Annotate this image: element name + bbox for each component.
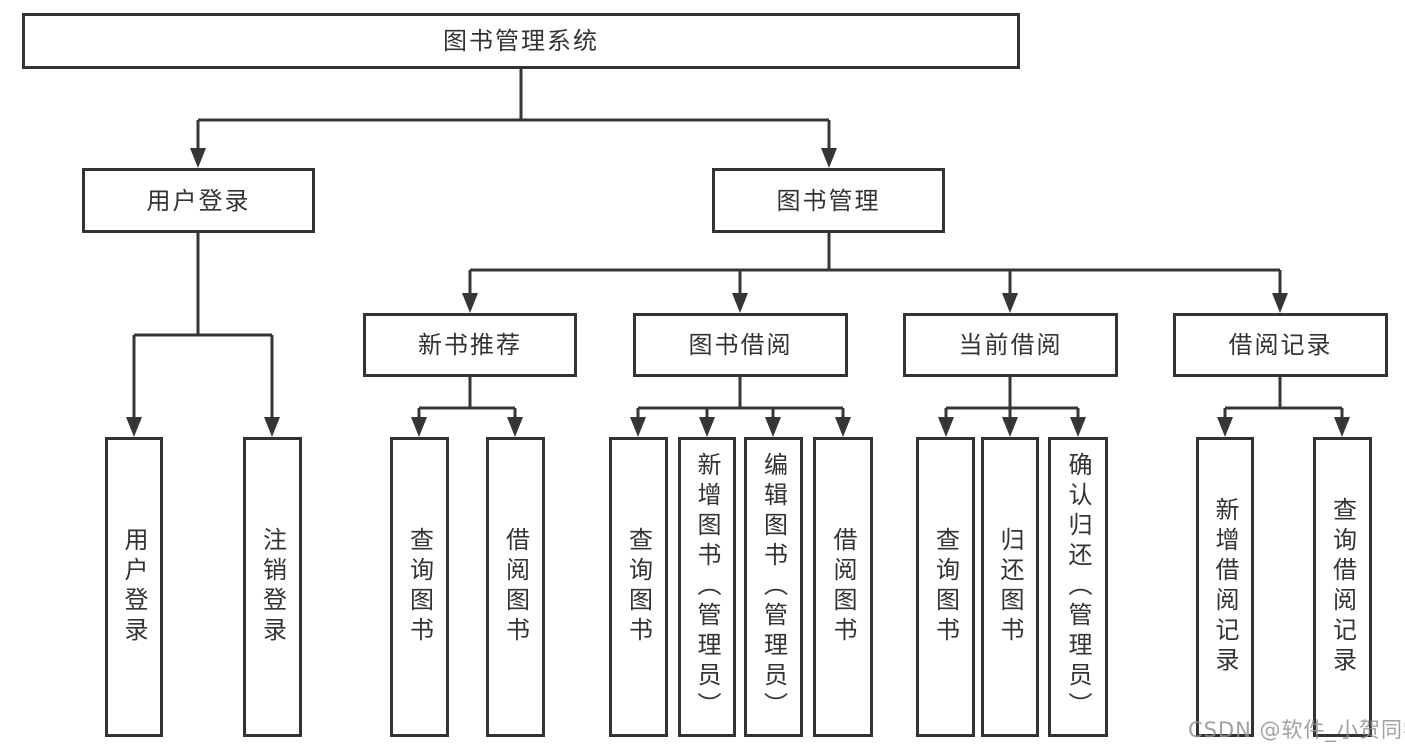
node-book-borrow-label: 图书借阅 [688, 331, 793, 359]
leaf-records-add-borrow-record: 新增借阅记录 [1196, 437, 1254, 737]
arrowhead [126, 417, 142, 437]
arrowhead [1334, 417, 1350, 437]
leaf-current-confirm-return-admin-label: 确认归还（管理员） [1064, 452, 1092, 722]
arrowhead [1272, 293, 1288, 313]
arrowhead [765, 417, 781, 437]
node-book-management: 图书管理 [712, 168, 945, 233]
leaf-borrow-borrow-books-label: 借阅图书 [829, 527, 857, 647]
arrowhead [821, 148, 837, 168]
arrowhead [835, 417, 851, 437]
connector-book-borrow-to-leaves [630, 377, 851, 437]
leaf-borrow-add-books-admin-label: 新增图书（管理员） [693, 452, 721, 722]
leaf-borrow-add-books-admin: 新增图书（管理员） [678, 437, 736, 737]
leaf-current-confirm-return-admin: 确认归还（管理员） [1048, 437, 1108, 737]
node-borrow-records-label: 借阅记录 [1228, 331, 1333, 359]
node-book-management-label: 图书管理 [776, 186, 881, 215]
connector-new-book-to-leaves [411, 377, 523, 437]
arrowhead [1002, 293, 1018, 313]
node-current-borrow: 当前借阅 [903, 313, 1118, 377]
node-user-login-label: 用户登录 [146, 186, 251, 215]
connector-borrow-records-to-leaves [1217, 377, 1350, 437]
leaf-current-return-books-label: 归还图书 [996, 527, 1024, 647]
arrowhead [1217, 417, 1233, 437]
leaf-current-query-books-label: 查询图书 [931, 527, 960, 647]
leaf-user-login-label: 用户登录 [120, 527, 148, 647]
arrowhead [699, 417, 715, 437]
leaf-recommend-query-books-label: 查询图书 [405, 527, 434, 647]
arrowhead [938, 417, 954, 437]
leaf-records-query-borrow-record: 查询借阅记录 [1313, 437, 1372, 737]
connector-user-login-to-leaves [126, 233, 280, 437]
connector-root-to-level2 [190, 69, 837, 168]
arrowhead [1002, 417, 1018, 437]
node-current-borrow-label: 当前借阅 [958, 331, 1063, 359]
csdn-watermark: CSDN @软件_小贺同学 [1188, 718, 1405, 742]
node-library-management-system: 图书管理系统 [22, 13, 1020, 69]
arrowhead [462, 293, 478, 313]
arrowhead [507, 417, 523, 437]
node-borrow-records: 借阅记录 [1173, 313, 1388, 377]
arrowhead [264, 417, 280, 437]
node-book-borrow: 图书借阅 [633, 313, 848, 377]
leaf-current-return-books: 归还图书 [981, 437, 1039, 737]
leaf-user-login: 用户登录 [105, 437, 163, 737]
leaf-recommend-borrow-books: 借阅图书 [486, 437, 545, 737]
leaf-records-query-borrow-record-label: 查询借阅记录 [1328, 497, 1357, 677]
arrowhead [630, 417, 646, 437]
leaf-current-query-books: 查询图书 [916, 437, 975, 737]
arrowhead [190, 148, 206, 168]
arrowhead [732, 293, 748, 313]
leaf-recommend-query-books: 查询图书 [390, 437, 449, 737]
leaf-borrow-borrow-books: 借阅图书 [813, 437, 873, 737]
leaf-borrow-query-books-label: 查询图书 [624, 527, 653, 647]
node-new-book-recommend: 新书推荐 [363, 313, 577, 377]
arrowhead [411, 417, 427, 437]
arrowhead [1070, 417, 1086, 437]
leaf-borrow-query-books: 查询图书 [609, 437, 668, 737]
leaf-logout-login: 注销登录 [243, 437, 302, 737]
leaf-records-add-borrow-record-label: 新增借阅记录 [1211, 497, 1239, 677]
leaf-borrow-edit-books-admin: 编辑图书（管理员） [744, 437, 803, 737]
connector-book-management-to-level3 [462, 233, 1288, 313]
node-new-book-recommend-label: 新书推荐 [418, 331, 522, 359]
leaf-logout-login-label: 注销登录 [258, 527, 287, 647]
leaf-borrow-edit-books-admin-label: 编辑图书（管理员） [759, 452, 788, 722]
leaf-recommend-borrow-books-label: 借阅图书 [501, 527, 530, 647]
node-user-login: 用户登录 [82, 168, 315, 233]
node-library-management-system-label: 图书管理系统 [443, 27, 599, 55]
connector-current-borrow-to-leaves [938, 377, 1086, 437]
